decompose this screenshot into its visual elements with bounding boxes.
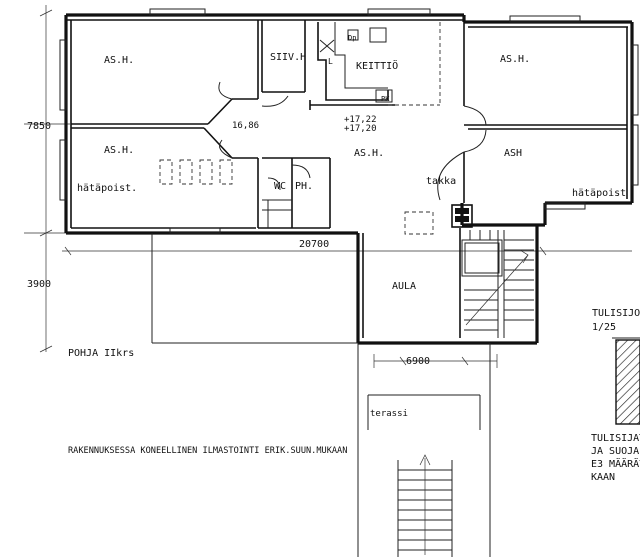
dim-3900: 3900	[27, 279, 51, 290]
label-level-top: +17,22	[344, 115, 377, 125]
label-dp: Dp	[348, 34, 356, 42]
staircase	[464, 230, 534, 338]
label-terassi: terassi	[370, 409, 408, 419]
label-hatapoist-right: hätäpoist	[572, 188, 626, 199]
label-hatapoist-left: hätäpoist.	[77, 183, 137, 194]
dim-7850: 7850	[27, 121, 51, 132]
fireplace	[404, 151, 473, 235]
room-ash-top-right: AS.H.	[500, 54, 530, 65]
room-ash-left: AS.H.	[104, 145, 134, 156]
side-note-3: E3 MÄÄRÄY	[591, 457, 640, 470]
room-keittio: KEITTIÖ	[356, 59, 398, 72]
door-swings	[218, 81, 487, 191]
dimension-labels: 7850 3900 20700 6900	[27, 121, 430, 367]
title-scale: 1/25	[592, 322, 616, 333]
label-takka: takka	[426, 176, 456, 187]
room-aula: AULA	[392, 281, 416, 292]
room-ash-center: AS.H.	[354, 148, 384, 159]
side-note-1: TULISIJAT	[591, 433, 640, 444]
fireplace-detail-hatch	[612, 337, 640, 425]
exterior-walls	[59, 8, 639, 345]
interior-walls	[71, 20, 627, 338]
label-level-bottom: +17,20	[344, 124, 377, 134]
label-area: 16,86	[232, 121, 259, 131]
room-ash-top-left: AS.H.	[104, 55, 134, 66]
dim-20700: 20700	[299, 239, 329, 250]
table-chairs	[159, 159, 233, 185]
title-pohja: POHJA IIkrs	[68, 348, 134, 359]
label-l: L	[328, 57, 333, 66]
terrace-stairs	[357, 343, 491, 557]
dim-6900: 6900	[406, 356, 430, 367]
title-tulisija: TULISIJOA	[592, 308, 640, 319]
label-pk: PK	[381, 95, 390, 103]
room-siiv: SIIV.H	[270, 52, 306, 63]
room-ash-right: ASH	[504, 148, 522, 159]
room-ph: PH.	[295, 181, 313, 192]
note-ventilation: RAKENNUKSESSA KONEELLINEN ILMASTOINTI ER…	[68, 446, 347, 456]
side-note-2: JA SUOJAE	[591, 446, 640, 457]
room-wc: WC	[274, 181, 286, 192]
kitchen-fixtures	[317, 22, 441, 106]
side-note-4: KAAN	[591, 472, 615, 483]
room-labels: AS.H. AS.H. SIIV.H KEITTIÖ AS.H. AS.H. A…	[104, 52, 530, 292]
title-block: POHJA IIkrs RAKENNUKSESSA KONEELLINEN IL…	[68, 308, 640, 483]
annotation-labels: hätäpoist. hätäpoist takka terassi 16,86…	[77, 34, 626, 419]
